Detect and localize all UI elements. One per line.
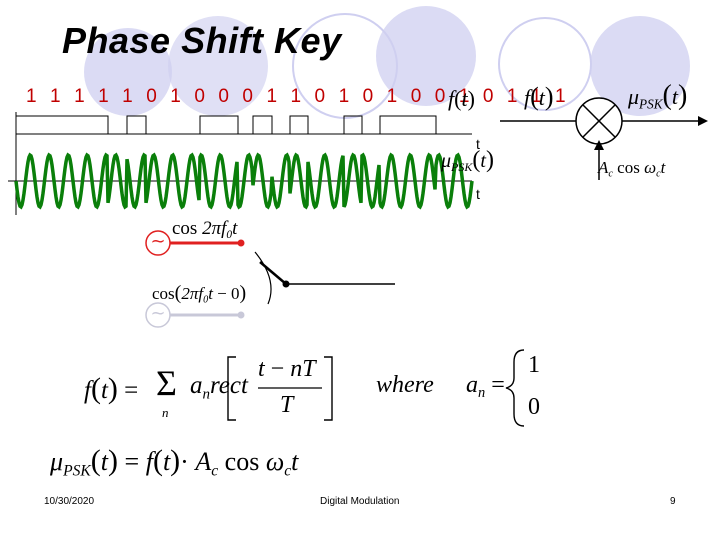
sigma-index: n	[162, 405, 169, 420]
eq1-numerator: t − nT	[258, 356, 316, 382]
output-arrow-icon	[698, 116, 708, 126]
page-number: 9	[670, 496, 676, 507]
bit-sequence: 1 1 1 1 1 0 1 0 0 0 1 1 0 1 0 1 0 0 1 0 …	[26, 86, 570, 107]
decor-circle-1	[84, 28, 172, 116]
osc1-tilde-icon: ~	[150, 231, 166, 252]
decor-circle-2	[168, 16, 268, 116]
eq2: μPSK(t) = f(t)· Ac cos ωct	[50, 444, 299, 480]
axis-t-bottom: t	[476, 186, 480, 202]
axis-t-top: t	[476, 136, 480, 152]
bit-pulse-train	[16, 115, 437, 135]
decor-circle-4	[376, 6, 476, 106]
curly-brace	[505, 349, 525, 427]
osc2-terminal	[237, 311, 245, 319]
rect-right-bracket	[324, 356, 333, 421]
carrier-label: Ac cos ωct	[598, 158, 666, 180]
eq1-an-def: an =	[466, 372, 505, 402]
mu-psk-graph-label: μPSK(t)	[441, 147, 494, 175]
carrier-arrow-icon	[594, 140, 604, 150]
decor-circle-6	[590, 16, 690, 116]
an-value-0: 0	[528, 394, 540, 420]
osc2-label: cos(2πf0t − 0)	[152, 282, 247, 306]
eq1-an-rect: anrect	[190, 372, 248, 403]
osc1-terminal	[237, 239, 245, 247]
an-value-1: 1	[528, 352, 540, 378]
psk-carrier-wave	[14, 152, 474, 210]
eq1-lhs: f(t) =	[84, 372, 139, 405]
ft-graph-label: f(t)	[448, 86, 475, 111]
footer-title: Digital Modulation	[320, 496, 400, 507]
switch-pivot	[282, 280, 290, 288]
page-title: Phase Shift Key	[62, 20, 342, 61]
block-output-label: μPSK(t)	[628, 80, 688, 112]
block-input-label: f(t)	[524, 82, 554, 111]
rect-left-bracket	[227, 356, 236, 421]
sigma-icon: Σ	[156, 363, 177, 403]
osc1-label: cos 2πf0t	[172, 218, 238, 241]
switch-arc-icon	[254, 251, 272, 305]
where-label: where	[376, 372, 434, 398]
osc2-tilde-icon: ~	[150, 303, 166, 324]
footer-date: 10/30/2020	[44, 496, 95, 507]
eq1-denominator: T	[280, 392, 294, 418]
